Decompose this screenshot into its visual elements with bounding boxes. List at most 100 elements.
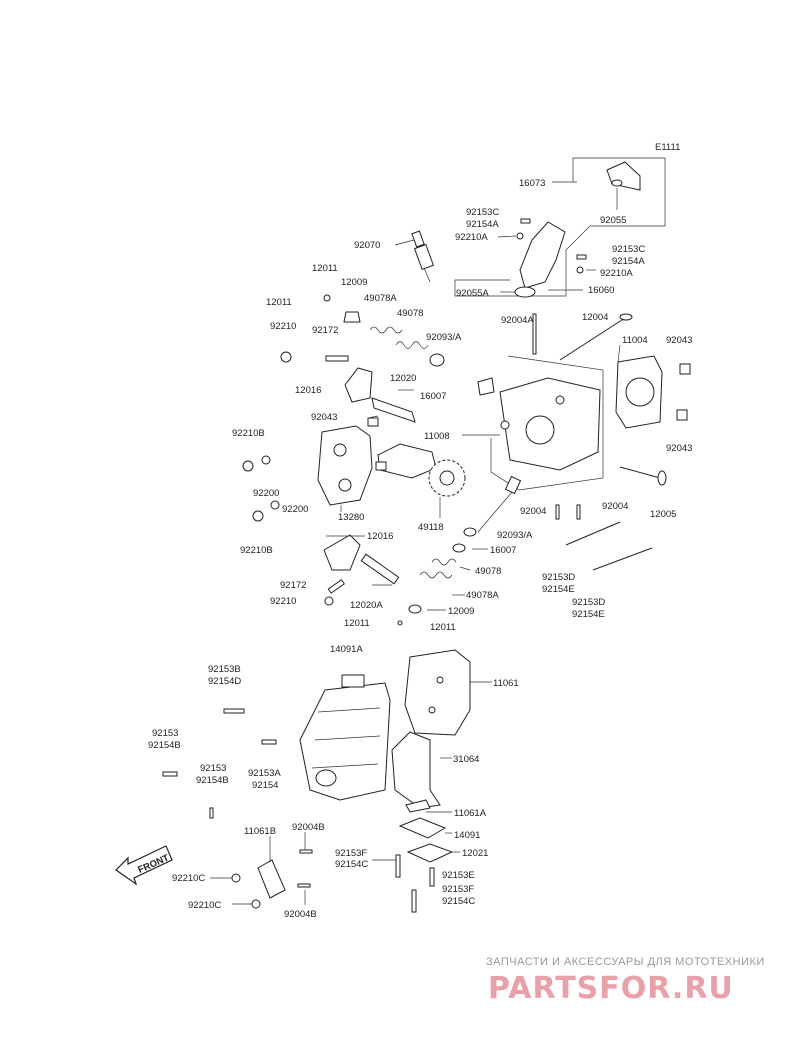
head-gasket-11004 (615, 355, 691, 429)
label-12009: 12009 (341, 277, 367, 288)
label-92154A: 92154A (466, 219, 499, 230)
label-92154A-b: 92154A (612, 256, 645, 267)
label-92153A: 92153A (248, 768, 281, 779)
watermark: ЗАПЧАСТИ И АКСЕССУАРЫ ДЛЯ МОТОТЕХНИКИ PA… (486, 956, 765, 1006)
label-92153D: 92153D (542, 572, 575, 583)
label-92210A-b: 92210A (600, 268, 633, 279)
label-92153E: 92153E (442, 870, 475, 881)
label-92154B-b: 92154B (196, 775, 229, 786)
label-92153D-b: 92153D (572, 597, 605, 608)
lower-parts (231, 799, 454, 913)
label-12011-c: 12011 (344, 618, 370, 629)
camshaft-holder-13280 (242, 425, 373, 522)
label-12009-b: 12009 (448, 606, 474, 617)
label-49118: 49118 (418, 522, 444, 533)
diagram-code: E1111 (655, 142, 680, 153)
valve-train-lower (323, 475, 522, 626)
label-16007: 16007 (420, 391, 446, 402)
label-92172-b: 92172 (280, 580, 306, 591)
label-92043: 92043 (666, 335, 692, 346)
label-12004: 12004 (582, 312, 608, 323)
label-92154B: 92154B (148, 740, 181, 751)
intake-pipe-16060 (519, 221, 566, 289)
label-11004: 11004 (622, 335, 648, 346)
label-12016-b: 12016 (367, 531, 393, 542)
label-92153: 92153 (152, 728, 178, 739)
label-92055A: 92055A (456, 288, 489, 299)
label-92043-c: 92043 (666, 443, 692, 454)
label-12005: 12005 (650, 509, 676, 520)
camshaft-sprocket-49118 (375, 443, 466, 497)
label-12011-d: 12011 (430, 622, 456, 633)
label-92154E-b: 92154E (572, 609, 605, 620)
label-11061A: 11061A (454, 808, 487, 819)
valve-train-upper (280, 294, 445, 427)
label-92210C: 92210C (172, 873, 205, 884)
bolt-92153C-b (576, 254, 587, 260)
label-92004: 92004 (520, 506, 546, 517)
intake-plate-16073 (606, 161, 641, 191)
label-92210B: 92210B (232, 428, 265, 439)
label-92153B: 92153B (208, 664, 241, 675)
label-92154C-b: 92154C (442, 896, 475, 907)
label-92004B: 92004B (292, 822, 325, 833)
exhaust-valve-12005 (555, 466, 667, 520)
watermark-brand: PARTSFOR.RU (488, 971, 734, 1006)
label-92153-b: 92153 (200, 763, 226, 774)
label-92004A: 92004A (501, 315, 534, 326)
label-92210C-b: 92210C (188, 900, 221, 911)
label-12020A: 12020A (350, 600, 383, 611)
label-16073: 16073 (519, 178, 545, 189)
label-92070: 92070 (354, 240, 380, 251)
spark-plug-92070 (411, 230, 435, 283)
label-14091: 14091 (454, 830, 480, 841)
label-92043-b: 92043 (311, 412, 337, 423)
nut-92210A (516, 232, 524, 240)
label-12016: 12016 (295, 385, 321, 396)
label-92153F: 92153F (335, 848, 367, 859)
label-92153F-b: 92153F (442, 884, 474, 895)
stud-bolts-92153D (565, 521, 653, 571)
intake-manifold-group (454, 157, 666, 298)
label-14091A: 14091A (330, 644, 363, 655)
o-ring-92055A (514, 286, 536, 298)
label-92200-b: 92200 (282, 504, 308, 515)
label-92153C-b: 92153C (612, 244, 645, 255)
cylinder-head-11008 (477, 313, 633, 491)
label-49078: 49078 (397, 308, 423, 319)
label-92093A: 92093/A (426, 332, 462, 343)
label-92004B-b: 92004B (284, 909, 317, 920)
label-92172: 92172 (312, 325, 338, 336)
label-11008: 11008 (424, 431, 450, 442)
bracket-31064 (391, 731, 441, 809)
label-12021: 12021 (462, 848, 488, 859)
label-11061B: 11061B (244, 826, 276, 837)
label-92210B-b: 92210B (240, 545, 273, 556)
nut-92210A-b (576, 266, 584, 274)
cover-gasket-11061 (404, 649, 471, 736)
cover-bolts (162, 708, 277, 819)
label-92210: 92210 (270, 321, 296, 332)
label-92154D: 92154D (208, 676, 241, 687)
label-12011: 12011 (312, 263, 338, 274)
o-ring-92055 (611, 179, 623, 187)
label-49078A: 49078A (364, 293, 397, 304)
watermark-subtitle: ЗАПЧАСТИ И АКСЕССУАРЫ ДЛЯ МОТОТЕХНИКИ (486, 956, 765, 968)
label-12011-b: 12011 (266, 297, 292, 308)
label-92153C: 92153C (466, 207, 499, 218)
label-92093A-b: 92093/A (497, 530, 533, 541)
label-16060: 16060 (588, 285, 614, 296)
label-92154C: 92154C (335, 859, 368, 870)
label-49078-b: 49078 (475, 566, 501, 577)
cylinder-head-cover-14091A (299, 674, 391, 801)
leader-lines (210, 181, 621, 905)
label-92200: 92200 (253, 488, 279, 499)
label-92004-b: 92004 (602, 501, 628, 512)
label-11061: 11061 (493, 678, 519, 689)
label-92154E: 92154E (542, 584, 575, 595)
bolt-92153C (520, 218, 531, 224)
label-92055: 92055 (600, 215, 626, 226)
label-12020: 12020 (390, 373, 416, 384)
front-arrow-icon: FRONT (115, 845, 173, 886)
